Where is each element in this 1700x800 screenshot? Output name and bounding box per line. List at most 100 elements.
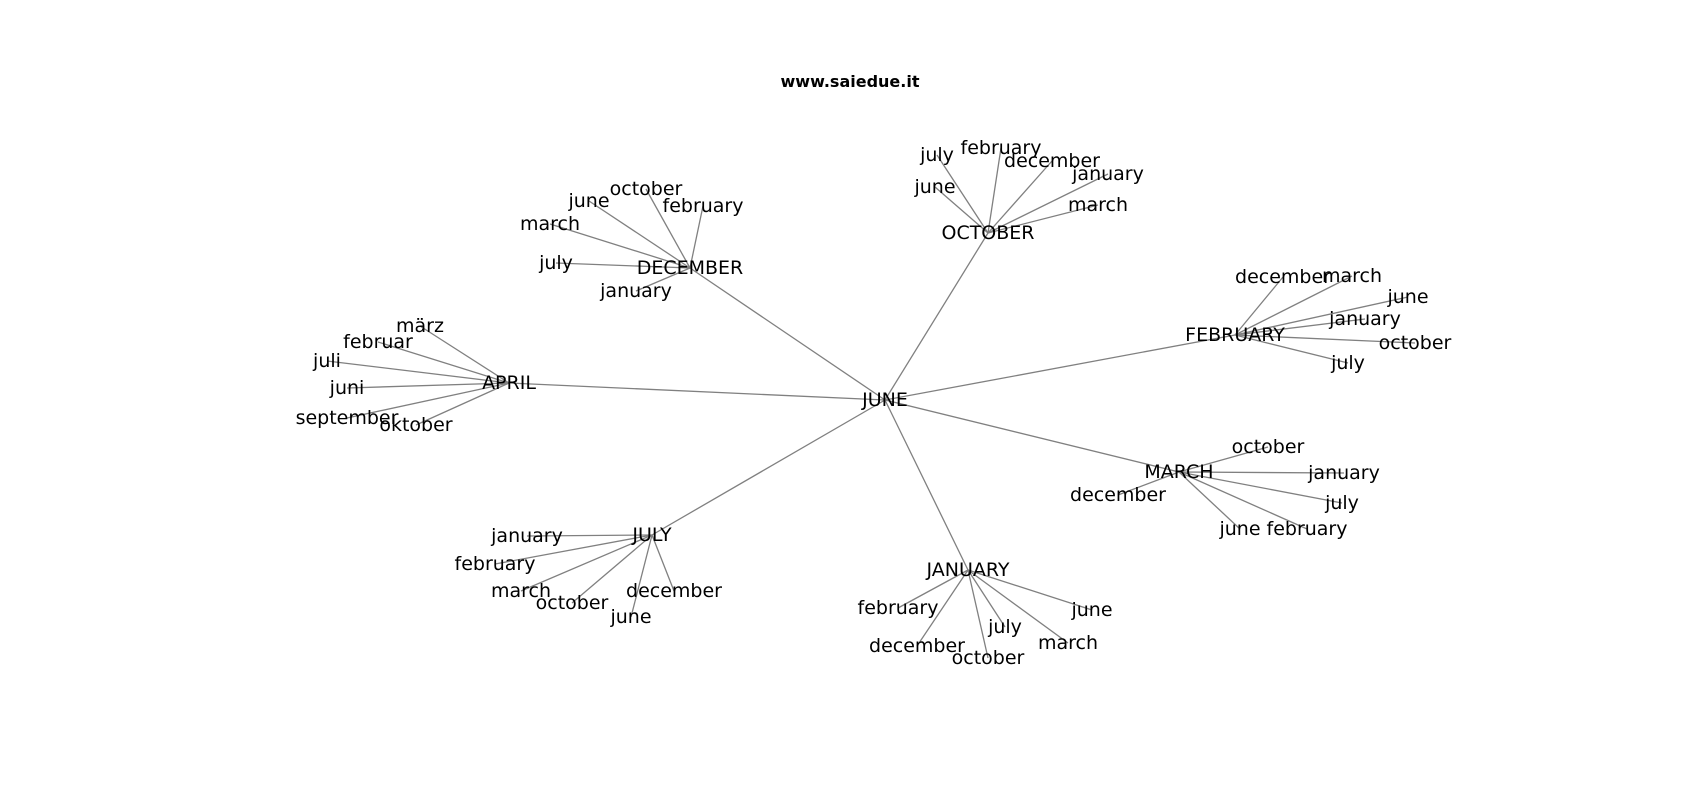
edge-march-mar-3	[1117, 471, 1180, 496]
node-group-march: MARCH	[1144, 461, 1213, 483]
edge-april-apr-5	[346, 382, 510, 419]
node-leaf-oct-2: february	[961, 137, 1042, 159]
edge-october-oct-4	[987, 173, 1109, 234]
node-group-january: JANUARY	[926, 559, 1010, 581]
edge-february-feb-5	[1234, 334, 1416, 344]
node-leaf-mar-6: february	[1267, 518, 1348, 540]
edge-april-apr-1	[419, 325, 510, 384]
edge-january-jan-1	[897, 569, 969, 609]
edge-july-jul-2	[494, 534, 653, 565]
edge-april-apr-2	[377, 341, 510, 384]
node-leaf-feb-2: march	[1322, 265, 1382, 287]
node-leaf-oct-3: december	[1004, 150, 1100, 172]
edge-december-dec-2	[588, 200, 691, 269]
node-leaf-jul-4: december	[626, 580, 722, 602]
node-group-july: JULY	[631, 524, 672, 546]
edge-january-jan-3	[967, 569, 1006, 628]
edge-march-mar-6	[1178, 471, 1308, 530]
node-leaf-jan-3: july	[987, 616, 1022, 638]
edge-december-dec-3	[689, 205, 704, 269]
node-leaf-feb-6: july	[1330, 352, 1365, 374]
edge-root-december	[689, 267, 886, 401]
edge-december-dec-4	[549, 223, 691, 269]
edge-january-jan-6	[967, 569, 989, 659]
node-leaf-jan-6: october	[952, 647, 1025, 669]
edge-april-apr-6	[415, 382, 510, 426]
node-group-december: DECEMBER	[637, 257, 744, 279]
node-leaf-apr-3: juli	[312, 350, 341, 372]
node-leaf-apr-6: oktober	[379, 414, 452, 436]
node-leaf-feb-5: october	[1379, 332, 1452, 354]
edge-root-february	[884, 334, 1236, 401]
edge-root-october	[884, 232, 989, 401]
edge-march-mar-2	[1178, 471, 1345, 474]
node-leaf-jan-4: december	[869, 635, 965, 657]
edge-february-feb-2	[1234, 275, 1353, 336]
node-leaf-mar-4: july	[1324, 492, 1359, 514]
node-leaf-dec-6: january	[599, 280, 672, 302]
edge-root-april	[508, 382, 886, 401]
edge-february-feb-6	[1234, 334, 1349, 364]
node-group-april: APRIL	[482, 372, 536, 394]
node-leaf-apr-2: februar	[343, 331, 413, 353]
edge-january-jan-5	[967, 569, 1069, 644]
edge-root-march	[884, 399, 1180, 473]
node-leaf-apr-1: märz	[396, 315, 444, 337]
edge-july-jul-3	[520, 534, 653, 592]
node-leaf-mar-3: december	[1070, 484, 1166, 506]
node-leaf-oct-5: june	[913, 176, 955, 198]
edge-july-jul-1	[526, 534, 653, 537]
edge-january-jan-2	[967, 569, 1093, 611]
edge-root-january	[884, 399, 969, 571]
edge-february-feb-3	[1234, 296, 1409, 336]
node-leaf-jul-5: october	[536, 592, 609, 614]
edge-february-feb-4	[1234, 318, 1366, 336]
node-leaf-apr-4: juni	[329, 377, 365, 399]
edge-july-jul-4	[651, 534, 675, 592]
edge-december-dec-1	[645, 188, 691, 269]
node-leaf-jul-3: march	[491, 580, 551, 602]
edge-october-oct-1	[936, 154, 989, 234]
node-leaf-mar-5: june	[1218, 518, 1260, 540]
edge-july-jul-6	[630, 534, 653, 618]
edge-march-mar-1	[1178, 446, 1269, 473]
node-leaf-jul-6: june	[609, 606, 651, 628]
node-leaf-feb-3: june	[1386, 286, 1428, 308]
edge-october-oct-6	[987, 204, 1099, 234]
node-leaf-jan-2: june	[1070, 599, 1112, 621]
node-leaf-mar-2: january	[1307, 462, 1380, 484]
node-leaf-jan-5: march	[1038, 632, 1098, 654]
node-leaf-jul-2: february	[455, 553, 536, 575]
node-leaf-oct-6: march	[1068, 194, 1128, 216]
node-group-february: FEBRUARY	[1185, 324, 1285, 346]
node-leaf-dec-5: july	[538, 252, 573, 274]
node-leaf-dec-1: october	[610, 178, 683, 200]
edge-october-oct-5	[934, 186, 989, 234]
node-group-october: OCTOBER	[941, 222, 1034, 244]
edge-march-mar-4	[1178, 471, 1343, 504]
node-leaf-feb-1: december	[1235, 266, 1331, 288]
node-leaf-dec-2: june	[567, 190, 609, 212]
node-leaf-apr-5: september	[296, 407, 399, 429]
node-leaf-jan-1: february	[858, 597, 939, 619]
node-root: JUNE	[861, 389, 908, 411]
node-leaf-feb-4: january	[1328, 308, 1401, 330]
page-title: www.saiedue.it	[780, 72, 920, 91]
edge-april-apr-3	[326, 360, 510, 384]
node-leaf-oct-4: january	[1071, 163, 1144, 185]
node-leaf-jul-1: january	[490, 525, 563, 547]
edge-october-oct-3	[987, 160, 1053, 234]
edge-october-oct-2	[987, 147, 1002, 234]
edges-layer	[326, 147, 1416, 659]
node-leaf-oct-1: july	[919, 144, 954, 166]
edge-february-feb-1	[1234, 276, 1284, 336]
node-leaf-mar-1: october	[1232, 436, 1305, 458]
edge-july-jul-5	[571, 534, 653, 604]
edge-december-dec-6	[635, 267, 691, 292]
node-leaf-dec-4: march	[520, 213, 580, 235]
edge-april-apr-4	[346, 382, 510, 389]
node-leaf-dec-3: february	[663, 195, 744, 217]
edge-march-mar-5	[1178, 471, 1241, 530]
